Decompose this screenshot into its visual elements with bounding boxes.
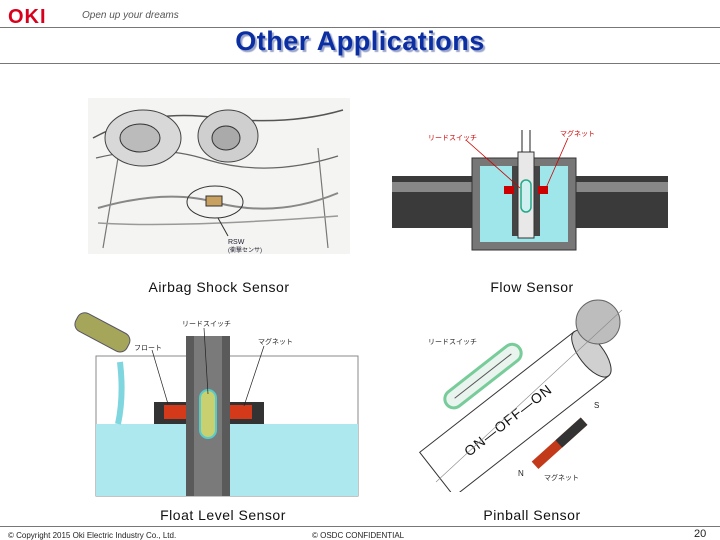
header-rule-bottom (0, 63, 720, 64)
header-rule-top (0, 27, 720, 28)
float-magnet-label: マグネット (258, 337, 293, 346)
tagline: Open up your dreams (82, 10, 179, 21)
pinball-caption: Pinball Sensor (483, 507, 581, 523)
float-level-sensor-illustration: リードスイッチ マグネット フロート (74, 312, 359, 497)
pinball-pole-s: S (594, 401, 599, 410)
pinball-magnet-label: マグネット (544, 473, 579, 482)
flow-reed-label: リードスイッチ (428, 134, 477, 142)
flow-caption: Flow Sensor (490, 279, 574, 295)
airbag-rsw-label: RSW (228, 239, 245, 246)
svg-text:(衝撃センサ): (衝撃センサ) (228, 246, 262, 254)
pinball-reed-label: リードスイッチ (428, 338, 477, 346)
footer-rule (0, 526, 720, 527)
slide-title: Other Applications (235, 26, 485, 56)
float-caption: Float Level Sensor (160, 507, 286, 523)
float-reed-label: リードスイッチ (182, 320, 231, 328)
footer-copyright: © Copyright 2015 Oki Electric Industry C… (8, 531, 177, 540)
page-number: 20 (694, 528, 707, 540)
flow-sensor-illustration: リードスイッチ マグネット (392, 129, 668, 251)
flow-magnet-label: マグネット (560, 129, 595, 138)
float-float-label: フロート (134, 344, 162, 352)
oki-logo: OKI (8, 6, 47, 28)
pinball-pole-n: N (518, 469, 524, 478)
pinball-sensor-illustration: ON—OFF—ON リードスイッチ S N マグネット (418, 299, 623, 492)
airbag-caption: Airbag Shock Sensor (148, 279, 290, 295)
airbag-shock-sensor-illustration: RSW (衝撃センサ) (88, 98, 350, 254)
footer-confidential: © OSDC CONFIDENTIAL (312, 531, 405, 540)
